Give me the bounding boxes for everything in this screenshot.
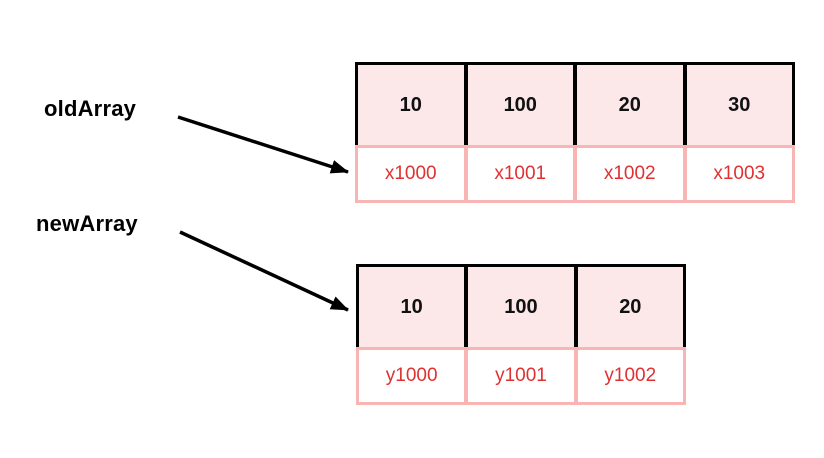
new-array-value-cell: 10 bbox=[359, 267, 469, 347]
old-array-value-cell: 10 bbox=[358, 65, 468, 145]
old-array-label: oldArray bbox=[44, 96, 137, 121]
new-array-value-cell: 20 bbox=[577, 267, 683, 347]
old-array-address-cell: x1001 bbox=[467, 148, 577, 200]
old-array-value-cell: 30 bbox=[686, 65, 792, 145]
old-array-value-cell: 20 bbox=[577, 65, 687, 145]
new-array-address-cell: y1002 bbox=[577, 350, 683, 402]
new-array-arrow-icon bbox=[179, 230, 349, 312]
old-array: 10 100 20 30 x1000 x1001 x1002 x1003 bbox=[355, 62, 795, 203]
new-array: 10 100 20 y1000 y1001 y1002 bbox=[356, 264, 686, 405]
old-array-value-row: 10 100 20 30 bbox=[355, 62, 795, 145]
new-array-value-cell: 100 bbox=[468, 267, 578, 347]
new-array-address-cell: y1000 bbox=[359, 350, 469, 402]
old-array-address-cell: x1003 bbox=[686, 148, 792, 200]
new-array-label: newArray bbox=[36, 211, 138, 236]
old-array-value-cell: 100 bbox=[467, 65, 577, 145]
old-array-arrow-icon bbox=[177, 115, 349, 174]
new-array-address-cell: y1001 bbox=[468, 350, 578, 402]
old-array-address-cell: x1002 bbox=[577, 148, 687, 200]
old-array-address-cell: x1000 bbox=[358, 148, 468, 200]
new-array-value-row: 10 100 20 bbox=[356, 264, 686, 347]
old-array-address-row: x1000 x1001 x1002 x1003 bbox=[355, 145, 795, 203]
new-array-address-row: y1000 y1001 y1002 bbox=[356, 347, 686, 405]
